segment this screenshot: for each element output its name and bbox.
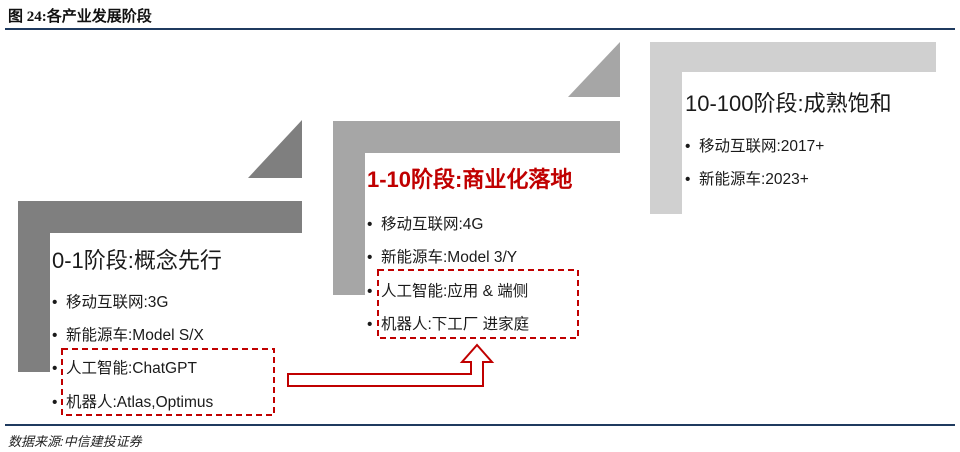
- stage2-title: 1-10阶段:商业化落地: [367, 167, 573, 192]
- bottom-rule: [5, 424, 955, 426]
- top-rule: [5, 28, 955, 30]
- stage1-bar-horizontal: [18, 201, 302, 372]
- stage1-title: 0-1阶段:概念先行: [52, 248, 222, 273]
- stage2-bar-horizontal: [333, 121, 620, 295]
- stage2-item: •移动互联网:4G: [367, 216, 484, 233]
- stage1-item: •新能源车:Model S/X: [52, 327, 204, 344]
- stage3-item: •移动互联网:2017+: [685, 138, 825, 155]
- stage1-bar-triangle: [248, 120, 302, 178]
- stage1-highlight-box: [61, 348, 275, 416]
- figure-title: 图 24:各产业发展阶段: [8, 9, 152, 25]
- stage2-item: •人工智能:应用 & 端侧: [367, 283, 529, 300]
- stage1-item: •人工智能:ChatGPT: [52, 360, 197, 377]
- stage3-item: •新能源车:2023+: [685, 171, 809, 188]
- stage1-item: •机器人:Atlas,Optimus: [52, 394, 214, 411]
- stage1-item: •移动互联网:3G: [52, 294, 169, 311]
- progress-arrow: [287, 343, 495, 387]
- stage2-item: •机器人:下工厂 进家庭: [367, 316, 530, 333]
- source-note: 数据来源:中信建投证券: [8, 434, 142, 449]
- stage2-item: •新能源车:Model 3/Y: [367, 249, 518, 266]
- stage2-highlight-box: [377, 269, 579, 339]
- stage3-title: 10-100阶段:成熟饱和: [685, 91, 892, 116]
- stage3-bar-horizontal: [650, 42, 936, 214]
- stage2-bar-triangle: [568, 42, 620, 97]
